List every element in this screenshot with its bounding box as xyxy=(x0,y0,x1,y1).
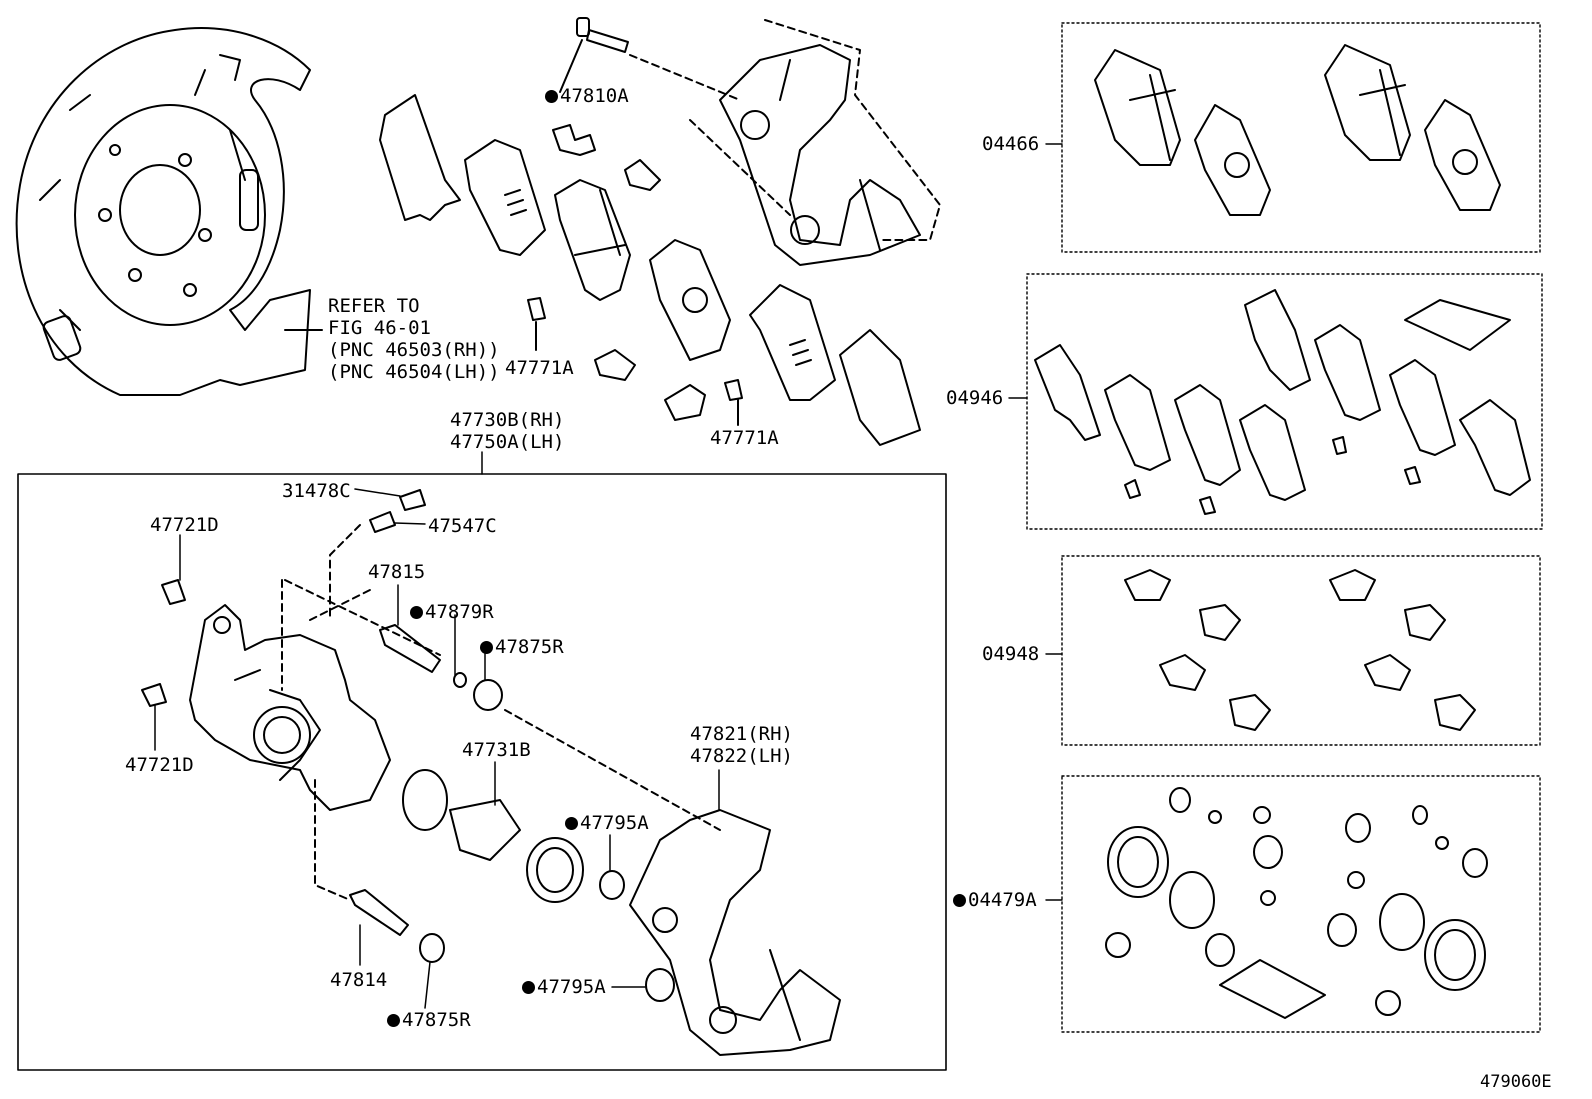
label-kit-04466[interactable]: 04466 xyxy=(982,133,1040,155)
refer-note-line2: FIG 46-01 xyxy=(328,317,431,339)
label-47810A[interactable]: 47810A xyxy=(545,86,629,106)
label-kit-04479A[interactable]: 04479A xyxy=(953,890,1037,910)
kit-04946-drawing xyxy=(1034,289,1531,515)
dashed-guides-caliper xyxy=(281,524,721,901)
label-47721D-top[interactable]: 47721D xyxy=(150,514,219,536)
refer-note-line1: REFER TO xyxy=(328,295,420,317)
kit-leaders xyxy=(1008,143,1063,901)
kit-04948-drawing xyxy=(1124,569,1476,731)
label-47875R-top[interactable]: 47875R xyxy=(480,637,564,657)
caliper-bracket-top-drawing xyxy=(719,44,921,266)
label-47875R-bottom[interactable]: 47875R xyxy=(387,1010,471,1030)
label-47750A-lh[interactable]: 47750A(LH) xyxy=(450,431,565,453)
label-47879R[interactable]: 47879R xyxy=(410,602,494,622)
dust-shield-drawing xyxy=(15,27,311,396)
kit-04479A-drawing xyxy=(1105,787,1488,1019)
clips-top-drawing xyxy=(527,124,743,426)
kit-04466-drawing xyxy=(1094,44,1501,216)
refer-note-line4: (PNC 46504(LH)) xyxy=(328,361,500,383)
label-47814[interactable]: 47814 xyxy=(330,969,388,991)
refer-note-line3: (PNC 46503(RH)) xyxy=(328,339,500,361)
label-47771A-right[interactable]: 47771A xyxy=(710,427,779,449)
bolt-drawing xyxy=(559,17,629,93)
label-47731B[interactable]: 47731B xyxy=(462,739,531,761)
dashed-guides-top xyxy=(629,19,941,241)
label-47795A-bottom[interactable]: 47795A xyxy=(522,977,606,997)
label-47721D-bottom[interactable]: 47721D xyxy=(125,754,194,776)
label-47822-lh[interactable]: 47822(LH) xyxy=(690,745,793,767)
label-47795A-top[interactable]: 47795A xyxy=(565,813,649,833)
figure-id: 479060E xyxy=(1480,1072,1552,1092)
label-47815[interactable]: 47815 xyxy=(368,561,426,583)
leader-lines-caliper xyxy=(154,488,720,1009)
caliper-body-drawing xyxy=(189,604,391,811)
label-kit-04946[interactable]: 04946 xyxy=(946,387,1004,409)
label-47771A-left[interactable]: 47771A xyxy=(505,357,574,379)
label-47821-rh[interactable]: 47821(RH) xyxy=(690,723,793,745)
label-kit-04948[interactable]: 04948 xyxy=(982,643,1040,665)
kit-boxes xyxy=(1026,22,1543,1033)
caliper-small-parts-drawing xyxy=(141,489,675,1002)
label-47547C[interactable]: 47547C xyxy=(428,515,497,537)
pad-shims-top-drawing xyxy=(379,94,921,446)
label-31478C[interactable]: 31478C xyxy=(282,480,351,502)
caliper-bracket-bottom-drawing xyxy=(629,809,841,1056)
label-47730B-rh[interactable]: 47730B(RH) xyxy=(450,409,565,431)
